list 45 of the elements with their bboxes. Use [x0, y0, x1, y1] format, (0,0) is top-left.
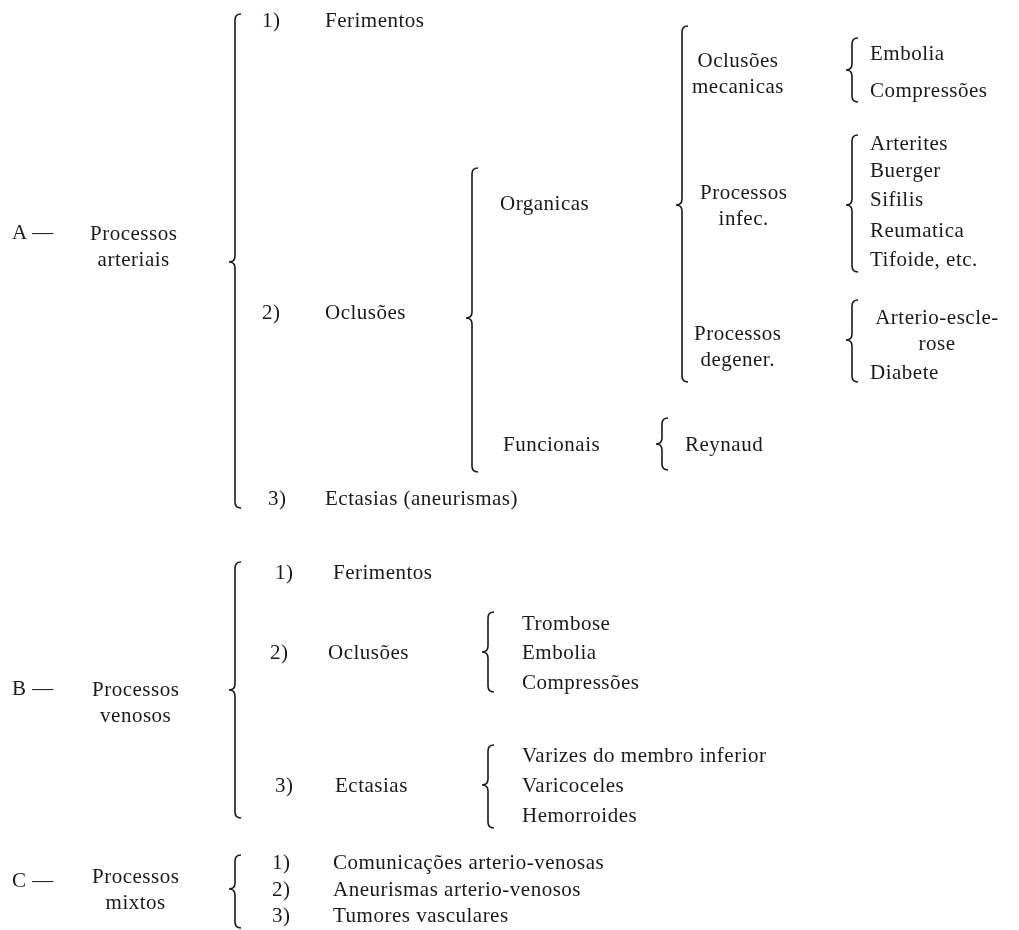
category-label: Arterites [870, 129, 948, 157]
category-label: Tifoide, etc. [870, 245, 978, 273]
category-label: Comunicações arterio-venosas [333, 848, 605, 876]
category-label: Organicas [500, 189, 590, 217]
category-label: Varicoceles [522, 771, 625, 799]
category-label: Buerger [870, 156, 941, 184]
list-number: 1) [262, 6, 281, 34]
category-label: Compressões [522, 668, 640, 696]
list-number: 2) [270, 638, 289, 666]
category-label: Compressões [870, 76, 988, 104]
category-label: Arterio-escle- rose [874, 303, 1000, 357]
list-number: 3) [275, 771, 294, 799]
category-label: Oclusões [325, 298, 406, 326]
category-label: Oclusões [328, 638, 409, 666]
list-number: 1) [272, 848, 291, 876]
category-label: Diabete [870, 358, 939, 386]
category-label: Aneurismas arterio-venosos [333, 875, 582, 903]
list-number: 2) [262, 298, 281, 326]
category-label: Tumores vasculares [333, 901, 509, 929]
category-label: Ferimentos [333, 558, 433, 586]
category-label: Ectasias (aneurismas) [325, 484, 518, 512]
category-label: Oclusões mecanicas [692, 46, 784, 100]
category-label: Hemorroides [522, 801, 638, 829]
category-label: Embolia [870, 39, 945, 67]
category-label: Ferimentos [325, 6, 425, 34]
section-letter: B — [12, 674, 54, 702]
list-number: 1) [275, 558, 294, 586]
list-number: 3) [272, 901, 291, 929]
category-label: Funcionais [503, 430, 601, 458]
category-label: Processos arteriais [90, 219, 178, 273]
section-letter: C — [12, 866, 54, 894]
category-label: Processos mixtos [92, 862, 180, 916]
category-label: Processos infec. [700, 178, 788, 232]
category-label: Ectasias [335, 771, 408, 799]
list-number: 2) [272, 875, 291, 903]
section-letter: A — [12, 218, 54, 246]
category-label: Processos degener. [694, 319, 782, 373]
category-label: Reumatica [870, 216, 965, 244]
category-label: Varizes do membro inferior [522, 741, 767, 769]
category-label: Reynaud [685, 430, 764, 458]
category-label: Embolia [522, 638, 597, 666]
category-label: Sifilis [870, 185, 924, 213]
category-label: Trombose [522, 609, 611, 637]
category-label: Processos venosos [92, 675, 180, 729]
list-number: 3) [268, 484, 287, 512]
